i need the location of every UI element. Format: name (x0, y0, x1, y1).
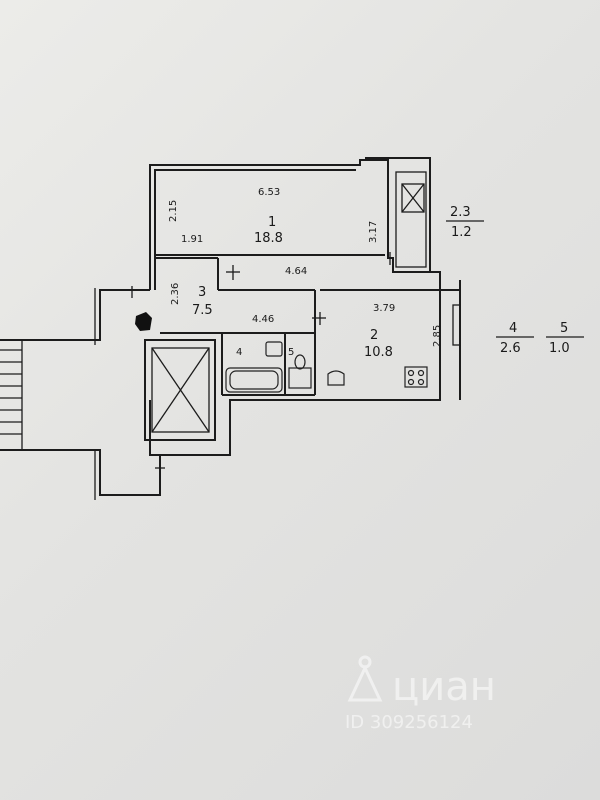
watermark-id: ID 309256124 (345, 712, 473, 733)
legend-area-5: 1.0 (549, 341, 570, 356)
dimension-hall-length: 4.46 (252, 314, 274, 325)
dimension-living-inner: 1.91 (181, 234, 203, 245)
stove-icon (404, 366, 428, 388)
sink-icon (265, 341, 283, 357)
dimension-living-bottom: 4.64 (285, 266, 307, 277)
watermark: циан ID 309256124 (345, 655, 496, 733)
kitchen-sink-icon (327, 370, 345, 386)
room-number-3: 3 (198, 285, 206, 300)
room-number-5: 5 (288, 347, 294, 358)
toilet-icon (288, 354, 312, 389)
room-area-2: 10.8 (364, 345, 393, 360)
cian-logo-icon (347, 655, 383, 702)
dimension-living-right: 3.17 (368, 221, 379, 243)
bathtub-icon (225, 367, 283, 393)
room-area-3: 7.5 (192, 303, 213, 318)
dimension-kitchen-depth: 2.85 (432, 325, 443, 347)
side-label-balcony-number: 2.3 (450, 205, 471, 220)
dimension-living-width: 6.53 (258, 187, 280, 198)
side-label-balcony-area: 1.2 (451, 225, 472, 240)
dimension-kitchen-width: 3.79 (373, 303, 395, 314)
watermark-brand: циан (392, 664, 496, 710)
outer-walls (0, 157, 461, 500)
room-number-4: 4 (236, 347, 242, 358)
legend-area-4: 2.6 (500, 341, 521, 356)
legend-number-5: 5 (560, 321, 568, 336)
dimension-living-left: 2.15 (168, 200, 179, 222)
dimension-hall-depth: 2.36 (170, 283, 181, 305)
stairs (0, 340, 23, 450)
room-number-2: 2 (370, 328, 378, 343)
legend-number-4: 4 (509, 321, 517, 336)
entrance-marker-icon (135, 312, 152, 331)
room-number-1: 1 (268, 215, 276, 230)
room-area-1: 18.8 (254, 231, 283, 246)
door-ticks (131, 252, 391, 474)
